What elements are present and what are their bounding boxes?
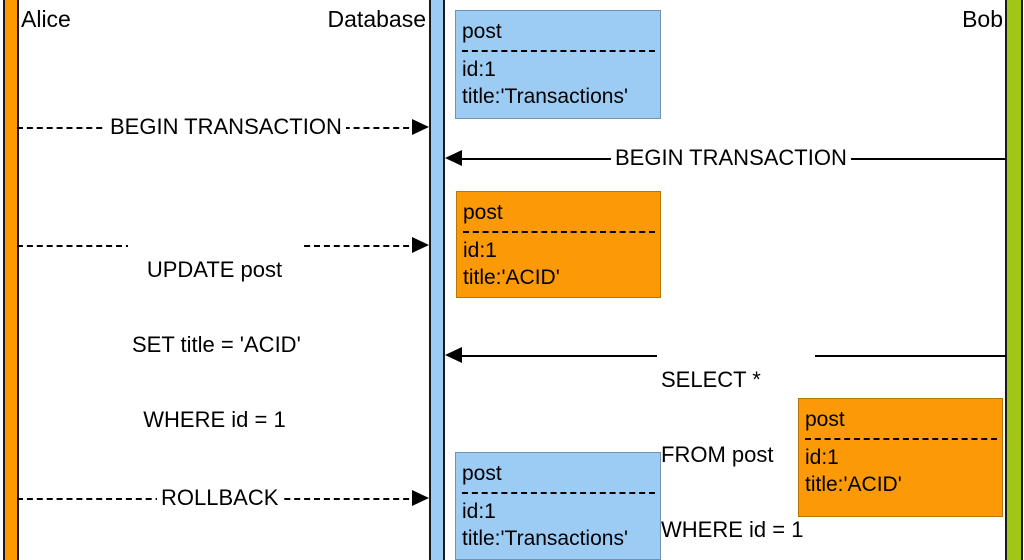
note-post-read-by-bob[interactable]: post id:1 title:'ACID' — [798, 398, 1003, 517]
message-label-rollback: ROLLBACK — [157, 485, 283, 510]
note-field-title: title:'Transactions' — [462, 527, 628, 550]
message-label-update-post-line2: SET title = 'ACID' — [132, 332, 301, 357]
note-field-title: title:'ACID' — [463, 266, 560, 289]
note-field-id: id:1 — [462, 500, 496, 523]
note-field-id: id:1 — [463, 239, 497, 262]
arrow-head-begin-transaction-alice — [412, 119, 429, 135]
note-field-title: title:'Transactions' — [462, 85, 628, 108]
note-separator — [462, 50, 655, 52]
note-field-id: id:1 — [462, 58, 496, 81]
arrow-head-update-post — [412, 237, 429, 253]
arrow-head-rollback — [412, 490, 429, 506]
message-label-select-post-line3: WHERE id = 1 — [661, 517, 804, 542]
lifeline-label-database: Database — [327, 6, 426, 32]
message-label-select-post-line2: FROM post — [661, 442, 774, 467]
note-field-title: title:'ACID' — [805, 473, 902, 496]
lifeline-bob[interactable] — [1005, 0, 1023, 560]
note-separator — [462, 492, 655, 494]
note-post-initial[interactable]: post id:1 title:'Transactions' — [455, 10, 661, 119]
note-entity-name: post — [462, 462, 502, 485]
lifeline-alice[interactable] — [3, 0, 19, 560]
message-label-update-post: UPDATE post SET title = 'ACID' WHERE id … — [128, 207, 301, 482]
message-label-select-post: SELECT * FROM post WHERE id = 1 — [657, 317, 815, 560]
note-post-updated-db[interactable]: post id:1 title:'ACID' — [456, 191, 661, 298]
message-label-select-post-line1: SELECT * — [661, 367, 761, 392]
note-entity-name: post — [463, 201, 503, 224]
message-label-update-post-line3: WHERE id = 1 — [143, 407, 286, 432]
lifeline-label-alice: Alice — [21, 6, 71, 32]
message-label-begin-transaction-alice: BEGIN TRANSACTION — [106, 114, 346, 139]
message-label-begin-transaction-bob: BEGIN TRANSACTION — [611, 145, 851, 170]
note-post-after-rollback[interactable]: post id:1 title:'Transactions' — [455, 452, 661, 560]
note-field-id: id:1 — [805, 446, 839, 469]
lifeline-label-bob: Bob — [962, 6, 1003, 32]
arrow-head-begin-transaction-bob — [445, 150, 462, 166]
note-entity-name: post — [805, 408, 845, 431]
note-separator — [463, 231, 655, 233]
message-label-update-post-line1: UPDATE post — [146, 257, 283, 282]
lifeline-database[interactable] — [429, 0, 445, 560]
arrow-head-select-post — [445, 347, 462, 363]
note-separator — [805, 438, 997, 440]
note-entity-name: post — [462, 20, 502, 43]
